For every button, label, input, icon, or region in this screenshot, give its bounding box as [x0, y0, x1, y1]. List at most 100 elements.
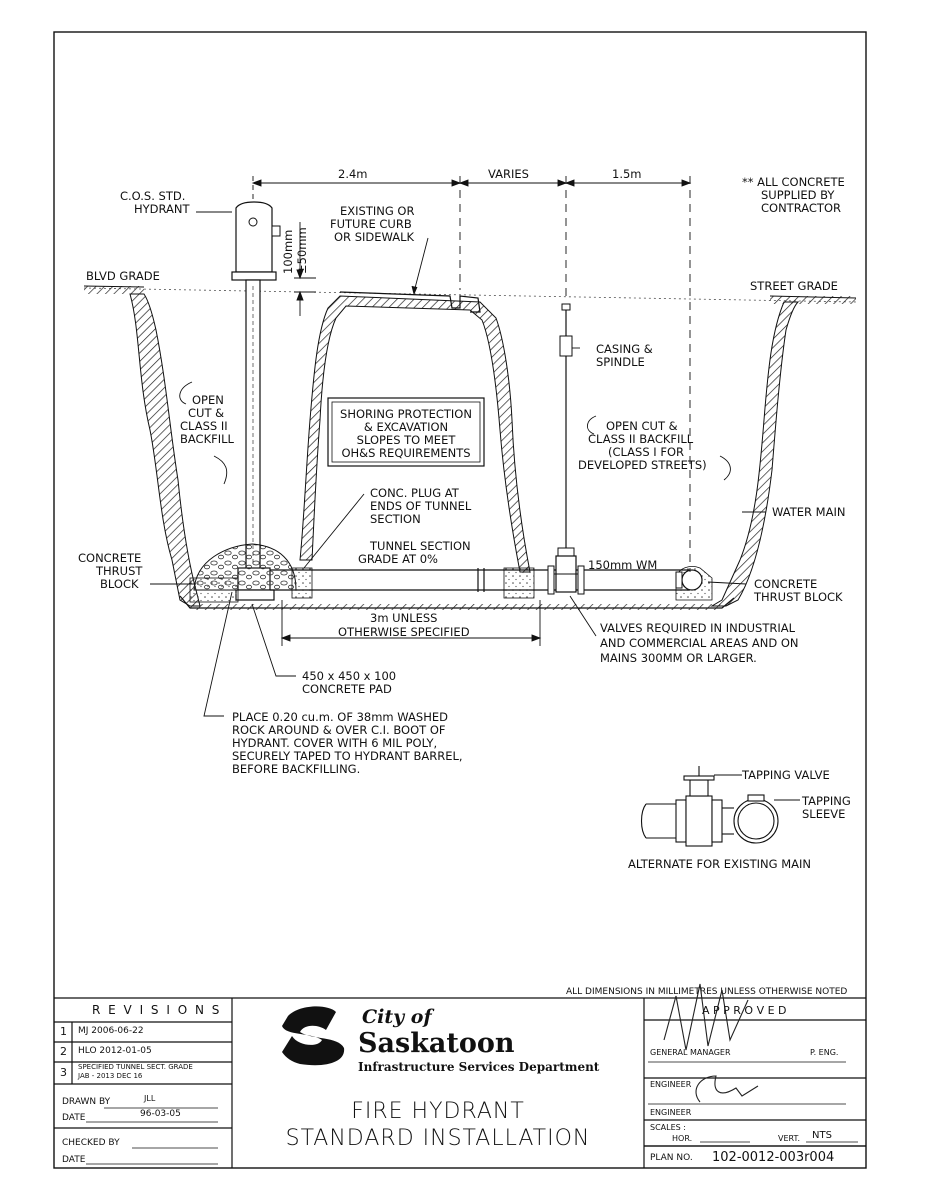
revision-1-no: 1 [60, 1025, 67, 1038]
drawing-title-line-2: STANDARD INSTALLATION [285, 1126, 591, 1151]
tunnel-grade-2: GRADE AT 0% [358, 552, 438, 566]
grade-lines [83, 285, 857, 304]
drawn-by-label: DRAWN BY [62, 1097, 111, 1107]
shoring-4: OH&S REQUIREMENTS [341, 446, 470, 460]
rock-2: ROCK AROUND & OVER C.I. BOOT OF [232, 723, 446, 737]
vert-value: NTS [812, 1130, 832, 1141]
plan-no-value: 102-0012-003r004 [712, 1150, 835, 1165]
title-block [54, 997, 866, 1168]
water-main-section [675, 569, 703, 591]
approved-label: A P P R O V E D [702, 1004, 787, 1017]
dim-tunnel-1: 3m UNLESS [370, 611, 437, 625]
tapping-detail [640, 766, 800, 847]
conc-plug-3: SECTION [370, 512, 421, 526]
valves-1: VALVES REQUIRED IN INDUSTRIAL [600, 621, 796, 635]
vert-label: VERT. [778, 1134, 800, 1143]
tunnel-grade-1: TUNNEL SECTION [369, 539, 471, 553]
dim-1-5m: 1.5m [612, 167, 642, 181]
sheet-border [53, 31, 867, 1169]
thrust-left-3: BLOCK [100, 577, 139, 591]
open-cut-right-4: DEVELOPED STREETS) [578, 458, 707, 472]
open-cut-right-3: (CLASS I FOR [608, 445, 684, 459]
casing-label-2: SPINDLE [596, 355, 645, 369]
general-manager-label: GENERAL MANAGER [650, 1048, 731, 1057]
concrete-note-1: ** ALL CONCRETE [742, 175, 845, 189]
concrete-note-2: SUPPLIED BY [761, 188, 835, 202]
shoring-1: SHORING PROTECTION [340, 407, 472, 421]
valve-casing [547, 303, 585, 595]
logo-city-of: City of [362, 1006, 432, 1028]
trench-walls [129, 293, 800, 610]
dim-height-1: 100mm [281, 230, 295, 274]
thrust-left-2: THRUST [95, 564, 143, 578]
shoring-box [327, 397, 485, 467]
curb-sidewalk [339, 291, 481, 313]
tapping-sleeve-1: TAPPING [801, 794, 851, 808]
curb-label-2: FUTURE CURB [330, 217, 412, 231]
hor-label: HOR. [672, 1134, 693, 1143]
dimension-lines [251, 176, 692, 646]
checked-by-label: CHECKED BY [62, 1138, 120, 1148]
dim-2-4m: 2.4m [338, 167, 368, 181]
date-label: DATE [62, 1113, 86, 1123]
revisions-title: R E V I S I O N S [92, 1003, 222, 1017]
dim-varies: VARIES [488, 167, 529, 181]
shoring-3: SLOPES TO MEET [357, 433, 457, 447]
saskatoon-logo-icon [282, 1006, 345, 1066]
open-cut-left-3: CLASS II [180, 419, 228, 433]
thrust-right-2: THRUST BLOCK [753, 590, 843, 604]
engineer-label-1: ENGINEER [650, 1080, 692, 1089]
logo-saskatoon: Saskatoon [358, 1028, 515, 1059]
dim-tunnel-2: OTHERWISE SPECIFIED [338, 625, 470, 639]
tapping-sleeve-2: SLEEVE [802, 807, 845, 821]
casing-label-1: CASING & [596, 342, 653, 356]
hydrant-label-2: HYDRANT [134, 202, 191, 216]
dims-note: ALL DIMENSIONS IN MILLIMETRES UNLESS OTH… [566, 987, 847, 997]
hydrant-label-1: C.O.S. STD. [120, 189, 185, 203]
rock-4: SECURELY TAPED TO HYDRANT BARREL, [232, 749, 463, 763]
blvd-grade-label: BLVD GRADE [86, 269, 160, 283]
lateral-pipe [270, 568, 690, 592]
open-cut-left-1: OPEN [192, 393, 224, 407]
date-value: 96-03-05 [140, 1109, 181, 1119]
drawing-title-line-1: FIRE HYDRANT [351, 1099, 525, 1124]
shoring-2: & EXCAVATION [364, 420, 448, 434]
revision-1-text: MJ 2006-06-22 [78, 1026, 144, 1036]
rock-3: HYDRANT. COVER WITH 6 MIL POLY, [232, 736, 437, 750]
revision-2-text: HLO 2012-01-05 [78, 1046, 152, 1056]
conc-plug-2: ENDS OF TUNNEL [370, 499, 472, 513]
concrete-note-3: CONTRACTOR [761, 201, 841, 215]
rock-1: PLACE 0.20 cu.m. OF 38mm WASHED [232, 710, 448, 724]
scales-label: SCALES : [650, 1123, 686, 1132]
leader-lines [150, 211, 766, 717]
street-grade-label: STREET GRADE [750, 279, 838, 293]
open-cut-left-2: CUT & [188, 406, 224, 420]
water-main-label: WATER MAIN [772, 505, 845, 519]
valves-3: MAINS 300MM OR LARGER. [600, 651, 757, 665]
p-eng-label: P. ENG. [810, 1048, 839, 1057]
revision-3-no: 3 [60, 1066, 67, 1079]
alternate-label: ALTERNATE FOR EXISTING MAIN [628, 857, 811, 871]
engineer-label-2: ENGINEER [650, 1108, 692, 1117]
signature-marks [663, 983, 759, 1103]
rock-5: BEFORE BACKFILLING. [232, 762, 360, 776]
date2-label: DATE [62, 1155, 86, 1165]
curb-label-1: EXISTING OR [340, 204, 414, 218]
plan-no-label: PLAN NO. [650, 1153, 693, 1163]
dim-height-2: ±50mm [295, 227, 309, 274]
curb-label-3: OR SIDEWALK [334, 230, 415, 244]
hydrant-assembly [231, 201, 281, 601]
drawing-text: ** ALL CONCRETE SUPPLIED BY CONTRACTOR 2… [78, 167, 845, 776]
revision-2-no: 2 [60, 1045, 67, 1058]
wm-label: 150mm WM [588, 558, 657, 572]
pad-2: CONCRETE PAD [302, 682, 392, 696]
valves-2: AND COMMERCIAL AREAS AND ON [600, 636, 799, 650]
open-cut-right-1: OPEN CUT & [606, 419, 678, 433]
pad-1: 450 x 450 x 100 [302, 669, 396, 683]
revision-3-text: SPECIFIED TUNNEL SECT. GRADE JAB - 2013 … [78, 1063, 193, 1080]
logo-dept: Infrastructure Services Department [358, 1060, 600, 1074]
open-cut-right-2: CLASS II BACKFILL [588, 432, 694, 446]
drawn-by-value: JLL [144, 1094, 156, 1103]
thrust-right-1: CONCRETE [754, 577, 817, 591]
